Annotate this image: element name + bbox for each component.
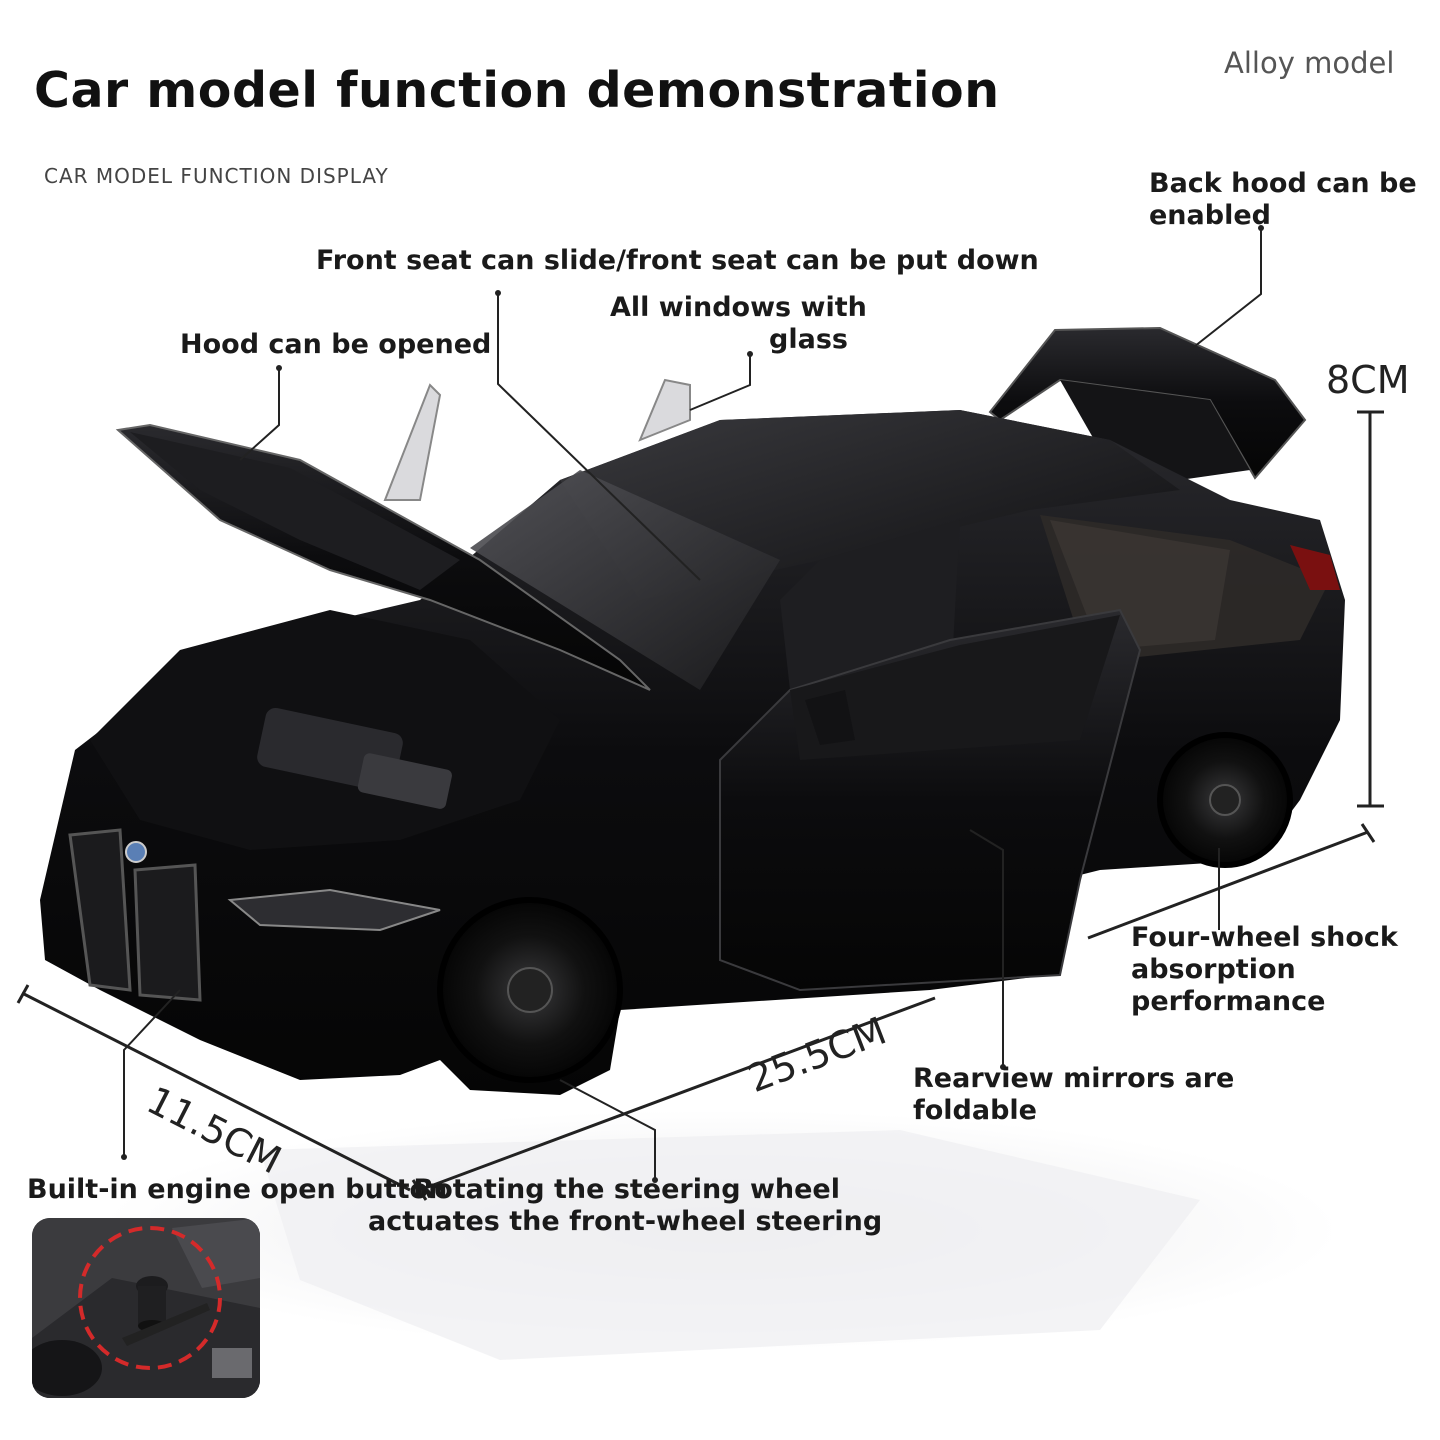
callout-back-hood-line-1: Back hood can be [1149,168,1417,199]
callout-mirrors-line-1: Rearview mirrors are [913,1063,1235,1094]
callout-windows-line-2: glass [769,324,848,355]
engine-button-photo [32,1218,260,1398]
trunk-lid [988,326,1307,480]
button-highlight-circle [78,1226,222,1370]
leader-windows [689,354,751,411]
callout-steering: Rotating the steering wheel actuates the… [368,1174,883,1238]
callout-shock-line-2: absorption [1131,954,1296,985]
callout-front-seat: Front seat can slide/front seat can be p… [316,245,1039,276]
headlight [227,888,441,932]
engine-button-inset [32,1218,260,1398]
callout-engine-button: Built-in engine open button [27,1174,448,1205]
leader-engine-button [123,989,181,1157]
callout-mirrors-line-2: foldable [913,1095,1037,1126]
tail-light [1290,545,1340,590]
dimension-lines [16,410,1384,1201]
callout-windows: All windows with glass [610,292,867,356]
callout-back-hood-line-2: enabled [1149,200,1271,231]
car-reflection [260,1130,1200,1360]
callout-shock-line-3: performance [1131,986,1326,1017]
windshield [470,470,780,690]
length-line-rear [1087,830,1369,940]
callout-shock: Four-wheel shock absorption performance [1131,922,1398,1018]
callout-steering-line-1: Rotating the steering wheel [413,1174,840,1205]
callout-mirrors: Rearview mirrors are foldable [913,1063,1234,1127]
page-title: Car model function demonstration [34,62,1000,119]
callout-back-hood: Back hood can be enabled [1149,168,1417,232]
leader-dots [121,225,1264,1183]
badge [125,841,147,863]
leader-steering [559,1079,656,1180]
grille-right [133,863,202,1002]
page-subtitle: CAR MODEL FUNCTION DISPLAY [44,164,389,188]
leader-mirrors [969,829,1004,1067]
length-line [419,996,936,1192]
callout-hood: Hood can be opened [180,329,492,360]
brand-tag: Alloy model [1224,46,1395,80]
dimension-height: 8CM [1326,358,1410,402]
callout-steering-line-2: actuates the front-wheel steering [368,1206,883,1237]
width-line [21,991,411,1192]
callout-windows-line-1: All windows with [610,292,867,323]
door-mirror [805,690,855,745]
leader-front-seat [497,293,701,581]
callout-shock-line-1: Four-wheel shock [1131,922,1398,953]
leader-hood [239,368,280,461]
leader-back-hood [1189,228,1262,351]
grille-left [68,828,132,992]
